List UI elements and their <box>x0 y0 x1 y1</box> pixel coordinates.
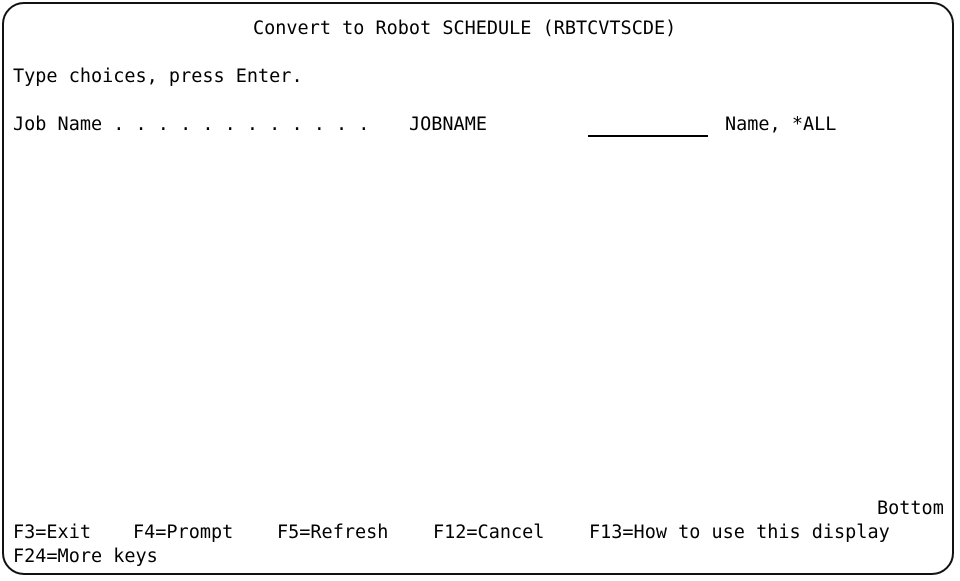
job-name-allowed-values: Name, *ALL <box>725 114 837 135</box>
job-name-input[interactable] <box>588 113 708 137</box>
job-name-keyword: JOBNAME <box>409 114 487 135</box>
f12-cancel-key[interactable]: F12=Cancel <box>433 522 545 543</box>
f5-refresh-key[interactable]: F5=Refresh <box>277 522 389 543</box>
instruction-text: Type choices, press Enter. <box>13 66 303 87</box>
screen-title: Convert to Robot SCHEDULE (RBTCVTSCDE) <box>253 18 677 39</box>
f4-prompt-key[interactable]: F4=Prompt <box>133 522 234 543</box>
scroll-status: Bottom <box>877 498 944 519</box>
f13-help-key[interactable]: F13=How to use this display <box>589 522 890 543</box>
job-name-prompt: Job Name . . . . . . . . . . . . <box>13 114 370 135</box>
f24-more-keys-key[interactable]: F24=More keys <box>13 546 158 567</box>
f3-exit-key[interactable]: F3=Exit <box>13 522 91 543</box>
terminal-screen: Convert to Robot SCHEDULE (RBTCVTSCDE) T… <box>2 2 954 575</box>
